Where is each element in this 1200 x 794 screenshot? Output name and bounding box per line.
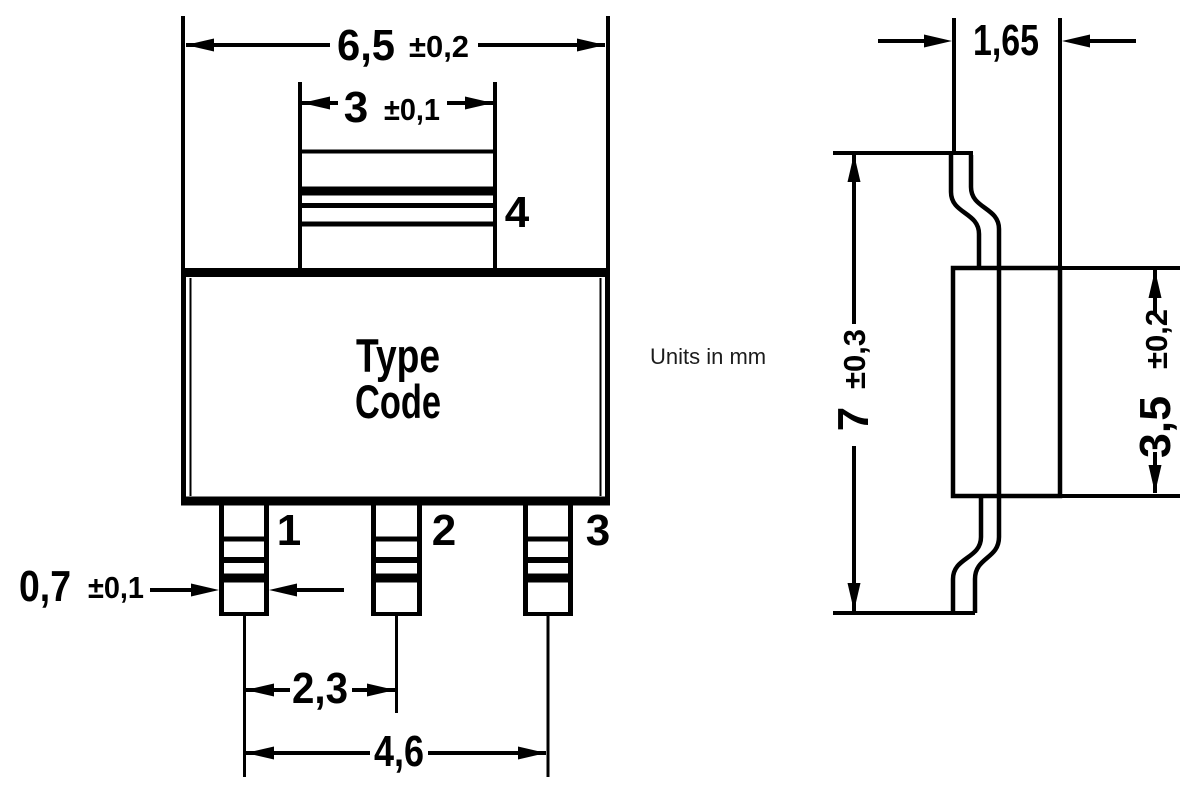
lead-bend-left-edge bbox=[950, 496, 984, 613]
dim-overall-height-value: 7 bbox=[829, 407, 878, 431]
pin4-label: 4 bbox=[505, 188, 530, 237]
dim-lead-pitch: 2,3 bbox=[246, 664, 395, 713]
dim-lead-width-value: 0,7 bbox=[19, 562, 71, 611]
pin2-label: 2 bbox=[432, 506, 456, 555]
arrowhead-left-icon bbox=[246, 746, 274, 760]
arrowhead-up-icon bbox=[1148, 270, 1162, 298]
dim-body-height: 3,5 ±0,2 bbox=[1131, 270, 1180, 493]
dim-lead-width-tolerance: ±0,1 bbox=[88, 570, 144, 605]
tab-pin4: 4 bbox=[298, 82, 530, 268]
units-note: Units in mm bbox=[650, 344, 766, 369]
arrowhead-down-icon bbox=[1148, 465, 1162, 493]
body-outline-side bbox=[950, 265, 1063, 499]
arrowhead-right-icon bbox=[465, 96, 493, 110]
arrowhead-left-icon bbox=[269, 583, 297, 597]
pin1: 1 bbox=[219, 505, 301, 616]
marking-line1: Type bbox=[356, 329, 440, 382]
side-profile bbox=[833, 151, 1180, 615]
arrowhead-left-icon bbox=[186, 38, 214, 52]
pin-centerlines bbox=[243, 616, 550, 777]
pin1-label: 1 bbox=[277, 506, 301, 555]
pin2: 2 bbox=[371, 505, 456, 616]
dim-thickness: 1,65 bbox=[878, 16, 1136, 268]
dim-lead-width: 0,7 ±0,1 bbox=[19, 562, 344, 611]
drawing-lines: 6,5 ±0,2 3 ±0,1 4 bbox=[19, 16, 1180, 777]
pin3-label: 3 bbox=[586, 506, 610, 555]
arrowhead-right-icon bbox=[367, 683, 395, 697]
dim-lead-span: 4,6 bbox=[246, 727, 546, 776]
arrowhead-down-icon bbox=[847, 583, 861, 611]
arrowhead-right-icon bbox=[518, 746, 546, 760]
arrowhead-right-icon bbox=[191, 583, 219, 597]
dim-body-width-tolerance: ±0,2 bbox=[409, 29, 469, 64]
dim-overall-height-text: 7 ±0,3 bbox=[829, 329, 878, 431]
dim-lead-span-value: 4,6 bbox=[374, 727, 424, 776]
arrowhead-right-icon bbox=[924, 34, 952, 48]
side-view: 1,65 7 ±0,3 bbox=[829, 16, 1180, 615]
arrowhead-right-icon bbox=[577, 38, 605, 52]
pin3: 3 bbox=[523, 505, 610, 616]
dim-body-height-value: 3,5 bbox=[1131, 396, 1180, 458]
dim-body-width-value: 6,5 bbox=[337, 21, 395, 70]
arrowhead-left-icon bbox=[1062, 34, 1090, 48]
tab-and-lead-right-edge bbox=[968, 155, 1002, 613]
package-body: Type Code bbox=[181, 268, 610, 506]
dim-body-width: 6,5 ±0,2 bbox=[181, 16, 610, 268]
arrowhead-left-icon bbox=[302, 96, 330, 110]
dim-overall-height-tolerance: ±0,3 bbox=[837, 329, 872, 389]
arrowhead-left-icon bbox=[246, 683, 274, 697]
dim-body-height-tolerance: ±0,2 bbox=[1139, 309, 1174, 369]
arrowhead-up-icon bbox=[847, 154, 861, 182]
dim-body-height-text: 3,5 ±0,2 bbox=[1131, 309, 1180, 458]
marking-line2: Code bbox=[355, 375, 441, 428]
dim-lead-pitch-value: 2,3 bbox=[292, 664, 348, 713]
tab-bend-left-edge bbox=[948, 153, 982, 269]
dim-tab-width-tolerance: ±0,1 bbox=[384, 92, 440, 127]
dim-overall-height: 7 ±0,3 bbox=[829, 154, 878, 611]
dim-thickness-value: 1,65 bbox=[973, 16, 1039, 65]
front-view: 6,5 ±0,2 3 ±0,1 4 bbox=[19, 16, 610, 777]
dim-tab-width: 3 ±0,1 bbox=[302, 83, 493, 132]
dim-tab-width-value: 3 bbox=[344, 83, 368, 132]
